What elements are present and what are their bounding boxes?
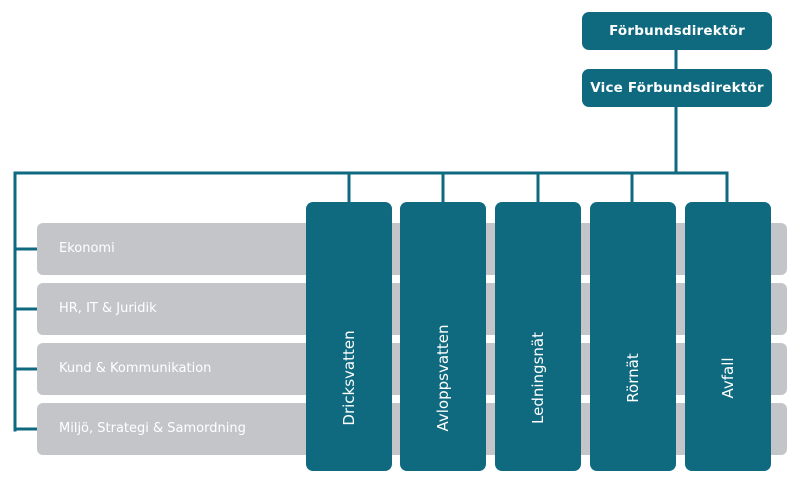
support-unit-label: Kund & Kommunikation xyxy=(59,361,212,376)
department-label: Ledningsnät xyxy=(529,332,547,424)
department-dricksvatten: Dricksvatten xyxy=(306,202,392,471)
department-ledningsnat: Ledningsnät xyxy=(495,202,581,471)
department-label: Avloppsvatten xyxy=(434,324,452,432)
support-unit-label: Ekonomi xyxy=(59,241,115,256)
support-unit-label: HR, IT & Juridik xyxy=(59,301,157,316)
department-avfall: Avfall xyxy=(685,202,771,471)
support-unit-label: Miljö, Strategi & Samordning xyxy=(59,421,246,436)
vice-director-label: Vice Förbundsdirektör xyxy=(590,80,764,96)
vice-director-box: Vice Förbundsdirektör xyxy=(582,69,772,107)
director-label: Förbundsdirektör xyxy=(609,23,745,39)
department-rornat: Rörnät xyxy=(590,202,676,471)
director-box: Förbundsdirektör xyxy=(582,12,772,50)
department-label: Avfall xyxy=(719,357,737,399)
department-avloppsvatten: Avloppsvatten xyxy=(400,202,486,471)
department-label: Dricksvatten xyxy=(340,330,358,426)
department-label: Rörnät xyxy=(624,353,642,403)
